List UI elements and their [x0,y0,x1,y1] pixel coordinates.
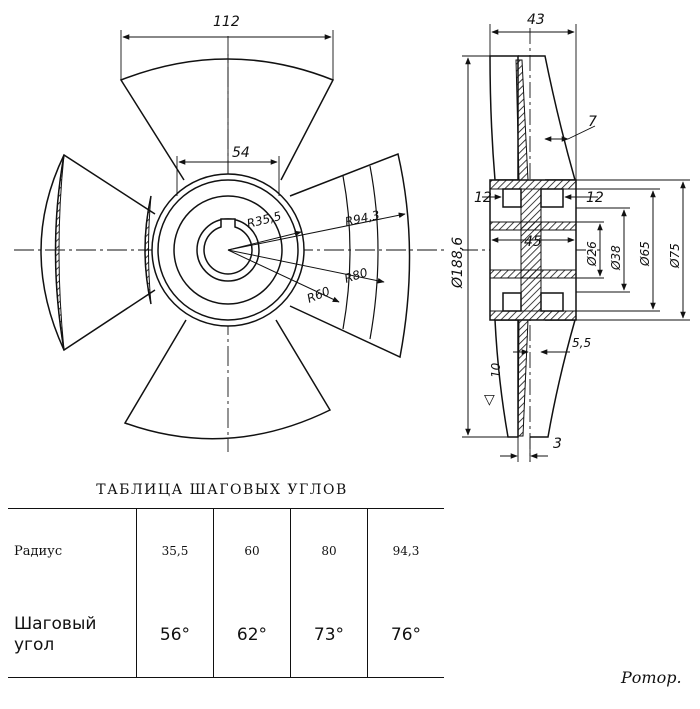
angle-value: 56° [136,593,214,678]
figure-caption: Ротор. [621,668,682,687]
dim-45: 45 [524,234,542,250]
dim-dia26: Ø26 [585,241,599,267]
radius-value: 60 [213,508,291,593]
blade-top [119,54,335,181]
rotor-drawing: 112 54 R35,5 R94,3 R80 R60 [14,12,690,462]
dim-3: 3 [553,436,562,452]
radius-value: 94,3 [367,508,444,593]
dim-12-left: 12 [474,190,492,206]
dim-r60: R60 [305,284,332,306]
angle-value: 76° [367,593,444,678]
dim-dia65: Ø65 [638,241,652,267]
dim-dia188: Ø188,6 [450,237,466,289]
dim-112: 112 [213,14,240,30]
blade-left [40,153,156,352]
angle-value: 73° [290,593,368,678]
pitch-angle-table: Радиус 35,5 60 80 94,3 Шаговый угол 56° … [8,508,444,678]
dim-dia38: Ø38 [609,245,623,271]
angle-header-line2: угол [14,635,55,655]
dim-dia75: Ø75 [668,243,682,269]
table-row: Радиус 35,5 60 80 94,3 [8,508,444,593]
dim-43: 43 [527,12,545,28]
dim-r80: R80 [343,265,370,286]
dim-7: 7 [588,114,597,130]
angle-header-line1: Шаговый [14,614,97,634]
dim-5-5: 5,5 [572,336,591,350]
radius-value: 80 [290,508,368,593]
radius-value: 35,5 [136,508,214,593]
dim-54: 54 [232,145,250,161]
angle-header: Шаговый угол [8,593,137,678]
radius-header: Радиус [8,508,137,593]
dim-12-right: 12 [586,190,604,206]
table-title: ТАБЛИЦА ШАГОВЫХ УГЛОВ [96,482,348,498]
angle-value: 62° [213,593,291,678]
side-section [462,24,690,462]
blade-right [289,152,411,359]
table-row: Шаговый угол 56° 62° 73° 76° [8,593,444,678]
surface-finish-icon: ▽ [484,392,495,408]
front-view [14,30,448,452]
dim-r94: R94,3 [344,208,381,229]
dim-10: 10 [489,362,503,378]
blade-bottom [123,319,332,440]
